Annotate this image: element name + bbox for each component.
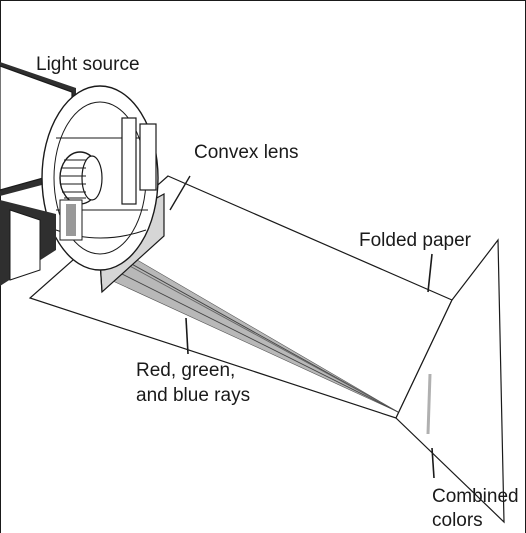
label-rays-line2: and blue rays: [136, 385, 251, 406]
ray-blue: [109, 267, 399, 413]
label-combined-line2: colors: [432, 510, 483, 531]
leader-convex-lens: [169, 175, 191, 211]
label-convex-lens: Convex lens: [194, 142, 299, 163]
label-folded-paper: Folded paper: [359, 230, 471, 251]
leader-combined: [431, 447, 435, 479]
ray-red: [91, 241, 399, 413]
leader-folded-paper: [427, 253, 433, 293]
label-rays-line1: Red, green,: [136, 360, 236, 381]
combined-colors-stripe: [426, 373, 432, 435]
ray-green: [103, 251, 399, 413]
label-light-source: Light source: [36, 54, 140, 75]
light-source: [0, 62, 159, 286]
folded-paper-wall: [395, 238, 505, 524]
label-combined-line1: Combined: [432, 486, 519, 507]
leader-rays: [185, 317, 189, 355]
